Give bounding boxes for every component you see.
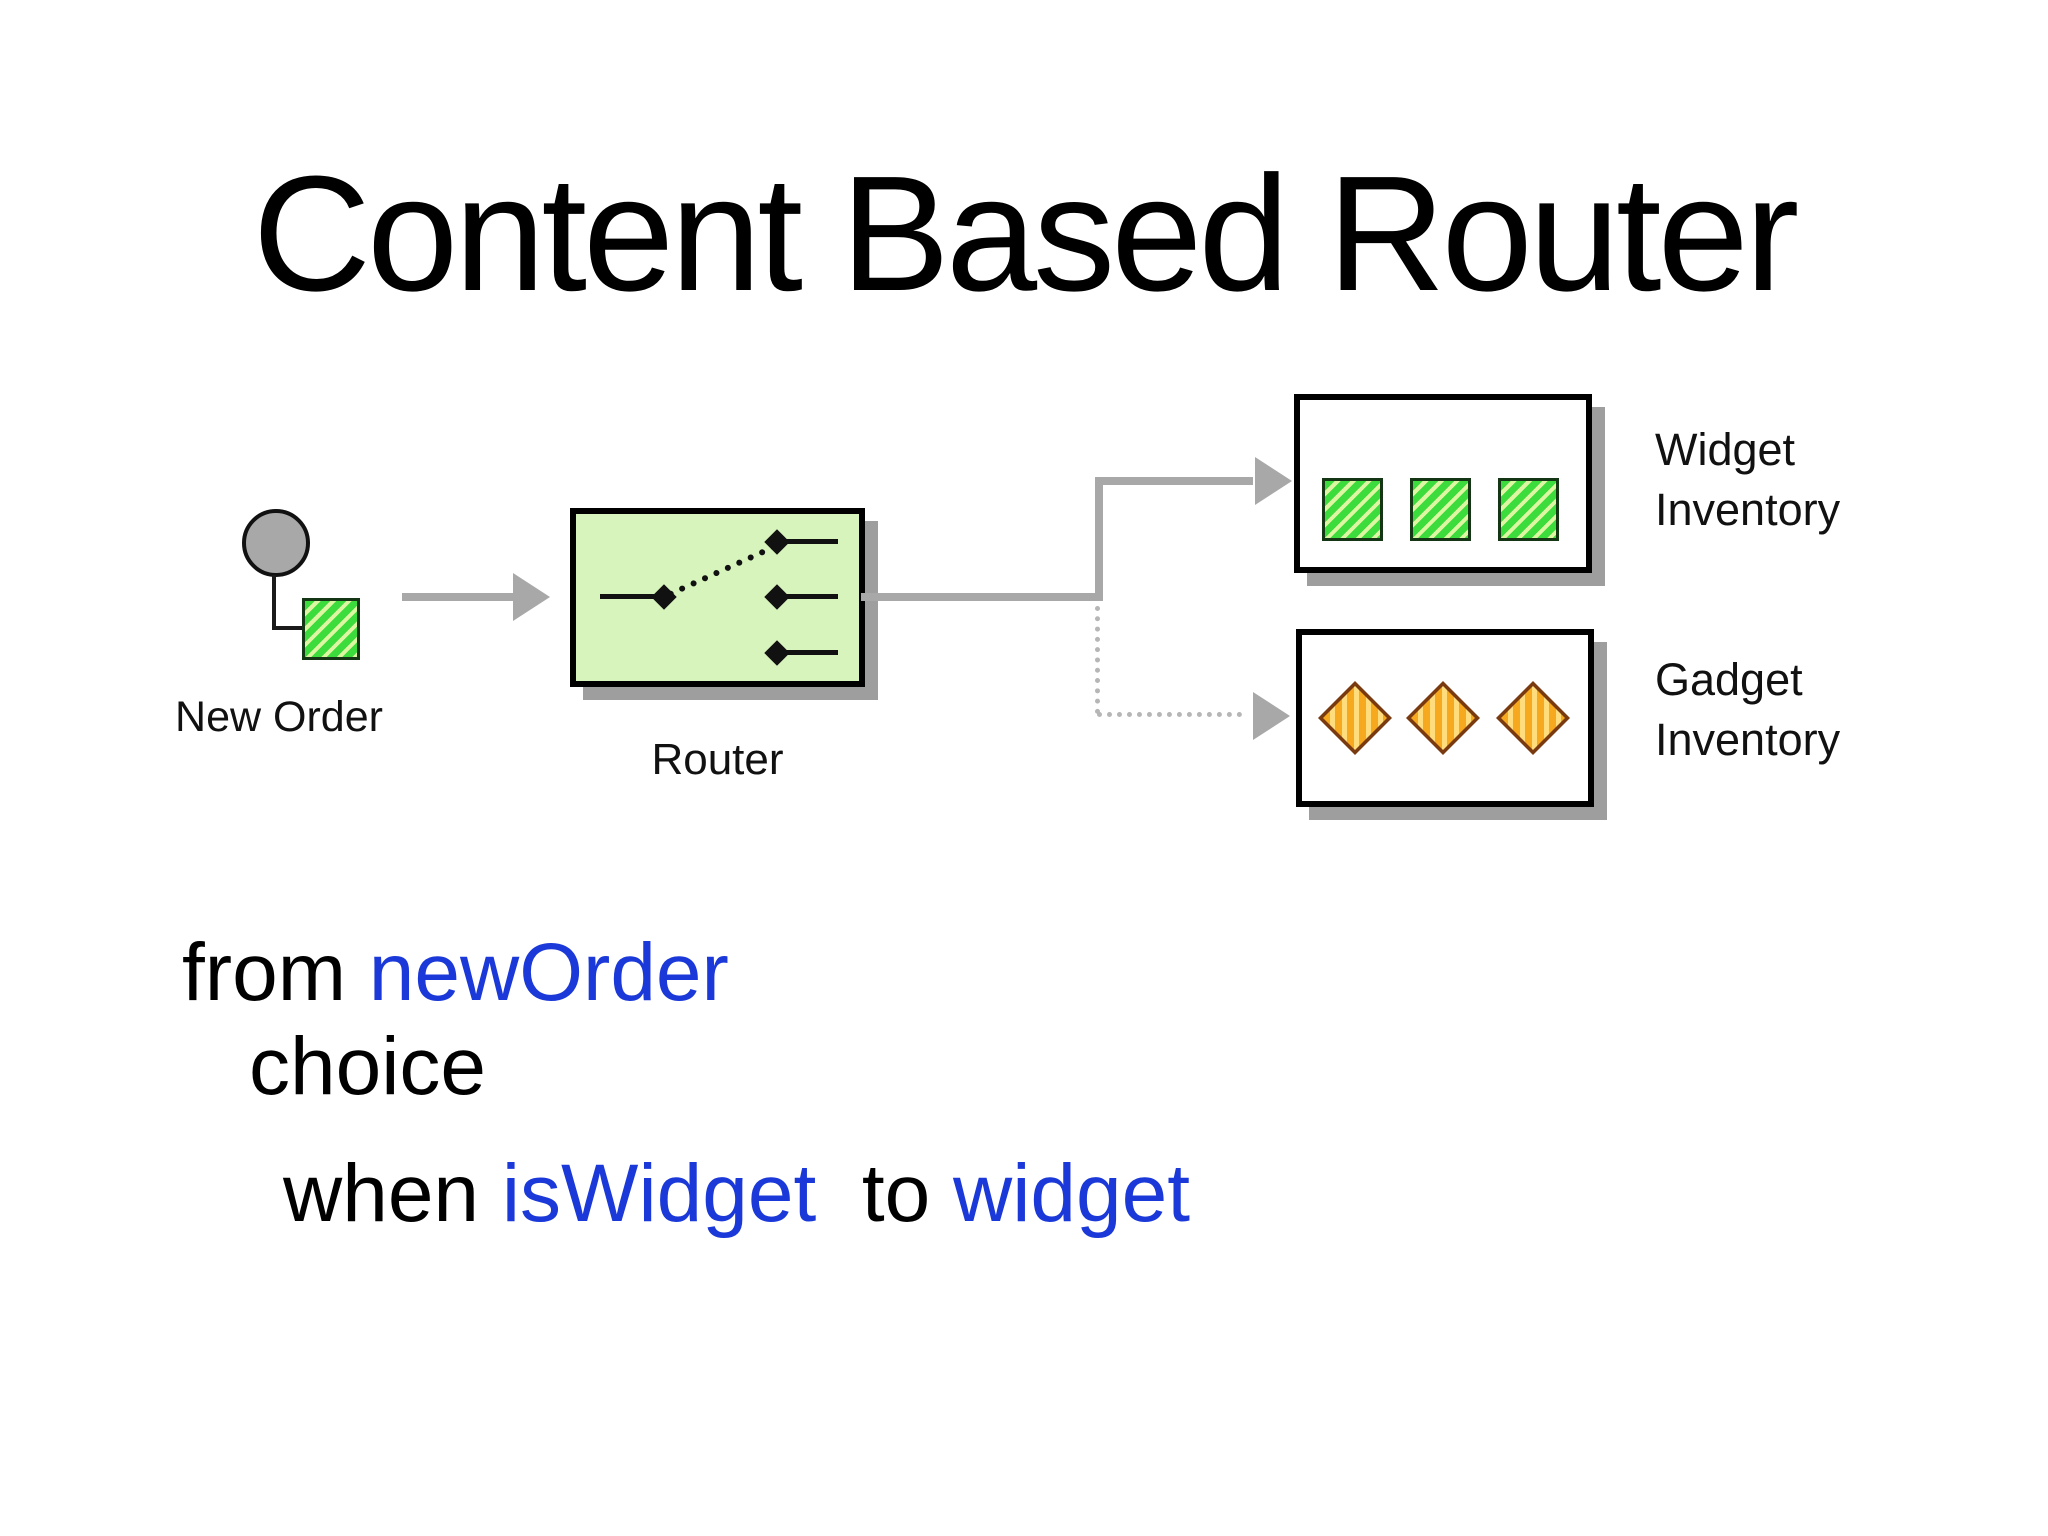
gadget-message-fill: [1411, 686, 1475, 750]
code-line-when: when isWidget to widget: [283, 1151, 1190, 1237]
message-connector-line: [272, 575, 276, 630]
router-label: Router: [651, 735, 784, 784]
gadget-branch-horizontal-dotted-line: [1097, 712, 1242, 717]
code-text: from: [182, 927, 369, 1018]
widget-message-icon: [1410, 478, 1471, 541]
code-text: when: [283, 1148, 502, 1239]
code-text: to: [816, 1148, 953, 1239]
code-keyword: newOrder: [368, 927, 729, 1018]
code-line-choice: choice: [249, 1024, 486, 1110]
gadget-inventory-label: Gadget Inventory: [1655, 654, 1841, 765]
gadget-message-fill: [1323, 686, 1387, 750]
message-connector-line: [272, 626, 305, 630]
code-text: choice: [249, 1021, 487, 1112]
gadget-branch-vertical-dotted-line: [1095, 606, 1100, 714]
widget-message-icon: [1322, 478, 1383, 541]
gadget-message-icon: [1496, 681, 1570, 755]
switch-output-line: [777, 650, 838, 655]
page-title: Content Based Router: [252, 142, 1800, 325]
code-keyword: isWidget: [501, 1148, 817, 1239]
message-endpoint-icon: [242, 509, 310, 577]
switch-selector-dashed-line: [666, 543, 778, 598]
switch-output-line: [777, 539, 838, 544]
gadget-message-icon: [1318, 681, 1392, 755]
code-keyword: widget: [953, 1148, 1191, 1239]
arrow-head-icon: [513, 573, 550, 621]
widget-branch-vertical-line: [1095, 477, 1103, 601]
arrow-line-neworder-router: [402, 593, 520, 601]
widget-branch-horizontal-line: [1095, 477, 1253, 485]
switch-input-line: [600, 594, 664, 599]
gadget-inventory-box: [1296, 629, 1594, 807]
router-node: [570, 508, 865, 687]
code-line-from: from newOrder: [182, 930, 729, 1016]
gadget-message-icon: [1406, 681, 1480, 755]
arrow-head-icon: [1253, 692, 1290, 740]
widget-inventory-box: [1294, 394, 1592, 573]
gadget-message-fill: [1501, 686, 1565, 750]
router-output-line: [861, 593, 1099, 601]
widget-message-icon: [1498, 478, 1559, 541]
order-message-icon: [302, 598, 360, 660]
switch-output-line: [777, 594, 838, 599]
arrow-head-icon: [1255, 457, 1292, 505]
new-order-label: New Order: [175, 693, 383, 741]
widget-inventory-label: Widget Inventory: [1655, 424, 1841, 535]
